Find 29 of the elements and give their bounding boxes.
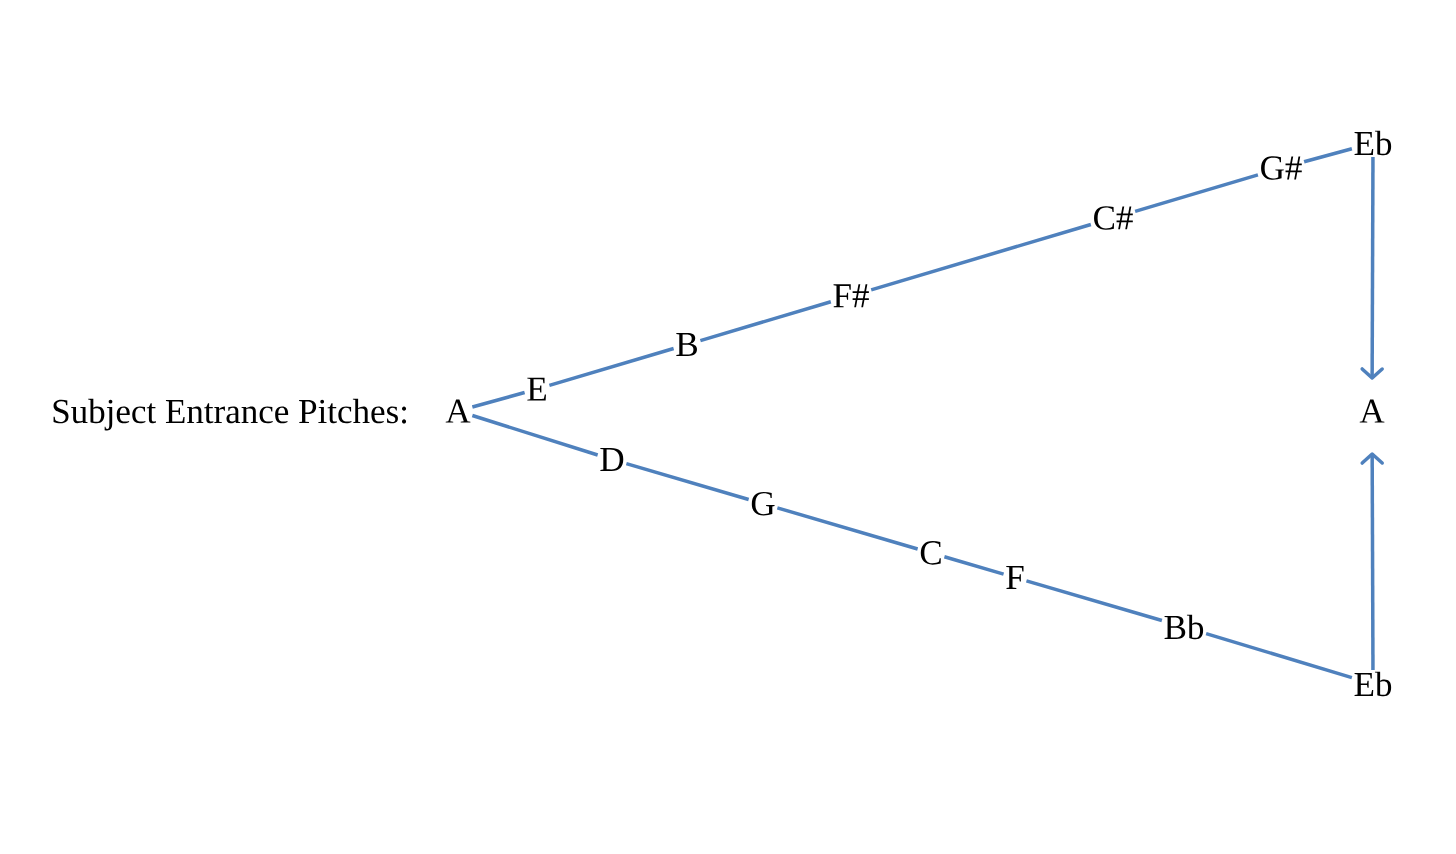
- line-segment: [776, 506, 919, 551]
- line-segment: [1025, 579, 1163, 623]
- arrow: [1360, 452, 1384, 670]
- pitch-label: C#: [1094, 206, 1133, 230]
- pitch-label: E: [527, 377, 546, 401]
- line-segment: [870, 222, 1092, 292]
- pitch-label: G: [751, 491, 775, 516]
- pitch-label: F: [1006, 566, 1024, 589]
- line-segment: [471, 413, 599, 457]
- pitch-label: Eb: [1354, 130, 1392, 156]
- pitch-label: B: [676, 333, 697, 357]
- line-segment: [699, 300, 832, 343]
- pitch-label: F#: [833, 284, 869, 308]
- line-segment: [943, 555, 1005, 576]
- line-segment: [1134, 173, 1259, 214]
- pitch-label: Eb: [1354, 671, 1392, 697]
- row-label: Subject Entrance Pitches:: [53, 398, 407, 431]
- line-segment: [1303, 147, 1353, 164]
- pitch-label: A: [1359, 399, 1385, 423]
- line-segment: [471, 390, 526, 409]
- pitch-label: A: [445, 399, 471, 423]
- arrow: [1360, 157, 1384, 380]
- pitch-label: Bb: [1164, 614, 1204, 640]
- line-segment: [1205, 631, 1353, 680]
- pitch-label: G#: [1261, 156, 1302, 180]
- line-segment: [625, 462, 750, 502]
- line-segment: [548, 346, 675, 388]
- pitch-label: C: [920, 541, 941, 565]
- pitch-label: D: [600, 448, 624, 471]
